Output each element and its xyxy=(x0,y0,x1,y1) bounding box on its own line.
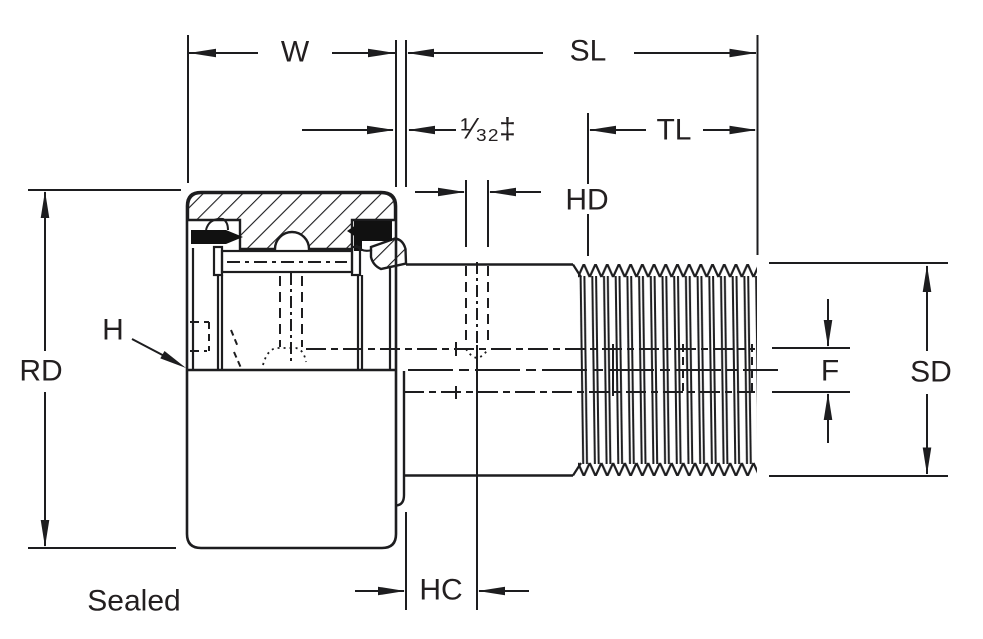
arrow-sl-right xyxy=(729,48,757,58)
arrow-hd-left xyxy=(438,187,465,197)
arrow-hc-right xyxy=(478,586,505,596)
thread-section xyxy=(578,264,757,476)
left-seal-shield xyxy=(205,217,229,231)
inner-edges xyxy=(191,248,392,370)
caption-sealed: Sealed xyxy=(87,585,180,618)
label-rd: RD xyxy=(19,355,62,388)
arrow-w-right xyxy=(368,48,395,58)
arrow-rd-up xyxy=(40,191,50,218)
label-f: F xyxy=(821,355,839,388)
hidden-stud-hole xyxy=(465,262,489,359)
right-seal xyxy=(347,221,392,241)
label-sd: SD xyxy=(910,356,952,389)
seals xyxy=(191,221,392,251)
arrow-f-down xyxy=(823,320,833,347)
arrow-tl-right xyxy=(729,125,757,135)
stud-flange-section xyxy=(369,237,408,271)
hidden-hex-socket xyxy=(190,321,242,369)
label-hd: HD xyxy=(565,184,608,217)
label-hc: HC xyxy=(419,574,462,607)
arrow-sd-up xyxy=(922,265,932,292)
arrow-rd-down xyxy=(40,520,50,547)
label-tl: TL xyxy=(656,114,691,147)
arrowheads xyxy=(40,48,932,596)
label-w: W xyxy=(281,36,310,69)
dimension-labels: W SL ¹⁄₃₂‡ TL HD RD H F SD HC Sealed xyxy=(19,35,952,618)
part-geometry xyxy=(185,190,778,550)
label-h: H xyxy=(102,314,124,347)
roller-retainer-left xyxy=(212,245,224,277)
label-sl: SL xyxy=(570,35,607,68)
arrow-clearance-right xyxy=(408,125,435,135)
arrow-clearance-left xyxy=(367,125,394,135)
arrow-tl-left xyxy=(589,125,616,135)
outer-ring-section xyxy=(186,191,397,251)
arrow-sl-left xyxy=(407,48,434,58)
arrow-hd-right xyxy=(489,187,516,197)
hidden-head-hole xyxy=(262,273,307,366)
left-seal xyxy=(191,230,243,244)
needle-roller-band xyxy=(220,249,354,274)
roller-retainer-right xyxy=(350,245,362,277)
label-clearance: ¹⁄₃₂‡ xyxy=(460,113,516,146)
arrow-h-leader xyxy=(160,351,186,368)
arrow-hc-left xyxy=(378,586,405,596)
right-seal-lip xyxy=(354,221,362,251)
arrow-w-left xyxy=(189,48,216,58)
arrow-f-up xyxy=(823,393,833,420)
arrow-sd-down xyxy=(922,447,932,475)
flange-lower-edge xyxy=(395,371,406,507)
